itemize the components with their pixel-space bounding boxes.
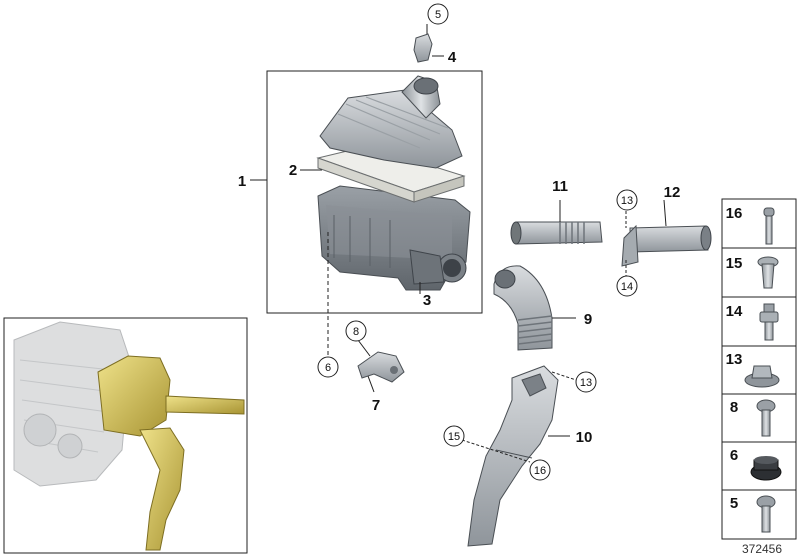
callout-8[interactable]: 8 [345,320,367,342]
callout-16-label: 16 [534,465,546,477]
screw-icon [763,207,775,217]
callout-2-label: 2 [289,162,297,179]
fastener-15-label: 15 [726,255,743,272]
fastener-6[interactable]: 6 [730,447,782,481]
callout-11-label: 11 [552,178,568,195]
callout-16[interactable]: 16 [529,459,551,481]
part-7-bracket-illustration [357,351,405,383]
callout-12[interactable]: 12 [664,184,681,201]
part-4-illustration [413,33,433,63]
callout-16-circle [529,459,551,481]
fastener-15[interactable]: 15 [726,255,779,289]
fastener-5[interactable]: 5 [730,495,776,533]
callout-2[interactable]: 2 [289,162,297,179]
callout-10[interactable]: 10 [576,429,593,446]
leader-lines [250,24,667,463]
assembly-frame [266,70,483,314]
callout-13-lower-label: 13 [580,377,592,389]
callout-13-lower-circle [575,371,597,393]
fastener-panel: 16 15 14 13 8 6 [721,198,797,540]
fastener-13-label: 13 [726,351,743,368]
fastener-16-label: 16 [726,205,743,222]
callout-10-label: 10 [576,429,593,446]
callout-6-circle [317,356,339,378]
callout-6[interactable]: 6 [317,356,339,378]
stud-icon [763,303,775,313]
callout-11[interactable]: 11 [552,178,568,195]
part-9-bellows-illustration [493,265,553,351]
callout-4[interactable]: 4 [448,49,457,66]
part-11-hose-illustration [510,221,603,245]
callout-3[interactable]: 3 [423,292,431,309]
fastener-8[interactable]: 8 [730,399,776,437]
callout-12-label: 12 [664,184,681,201]
callout-13-upper-circle [616,189,638,211]
fastener-14-label: 14 [726,303,743,320]
fastener-13[interactable]: 13 [726,351,780,388]
callout-14-label: 14 [621,281,633,293]
callout-15[interactable]: 15 [443,425,465,447]
air-filter-housing-illustration [316,75,471,291]
diagram-reference-number: 372456 [742,542,782,556]
callout-5-circle [427,3,449,25]
callout-1[interactable]: 1 [238,173,246,190]
part-12-duct-illustration [621,224,712,267]
callout-3-label: 3 [423,292,431,309]
callout-1-label: 1 [238,173,246,190]
callout-9[interactable]: 9 [584,311,592,328]
fastener-6-label: 6 [730,447,738,464]
callout-8-circle [345,320,367,342]
callout-15-label: 15 [448,431,460,443]
callout-9-label: 9 [584,311,592,328]
callout-13-upper-label: 13 [621,195,633,207]
callout-7[interactable]: 7 [372,397,380,414]
callout-8-label: 8 [353,326,359,338]
engine-illustration [13,321,245,551]
fastener-8-label: 8 [730,399,738,416]
callout-6-label: 6 [325,362,331,374]
callout-4-label: 4 [448,49,457,66]
part-10-duct-illustration [467,365,559,547]
fastener-5-label: 5 [730,495,738,512]
callout-7-label: 7 [372,397,380,414]
callout-14-circle [616,275,638,297]
callout-13-lower[interactable]: 13 [575,371,597,393]
fastener-16[interactable]: 16 [726,205,775,245]
callout-14[interactable]: 14 [616,275,638,297]
callout-13-upper[interactable]: 13 [616,189,638,211]
callout-15-circle [443,425,465,447]
fastener-14[interactable]: 14 [726,303,779,341]
callout-5-label: 5 [435,9,441,21]
callout-5[interactable]: 5 [427,3,449,25]
